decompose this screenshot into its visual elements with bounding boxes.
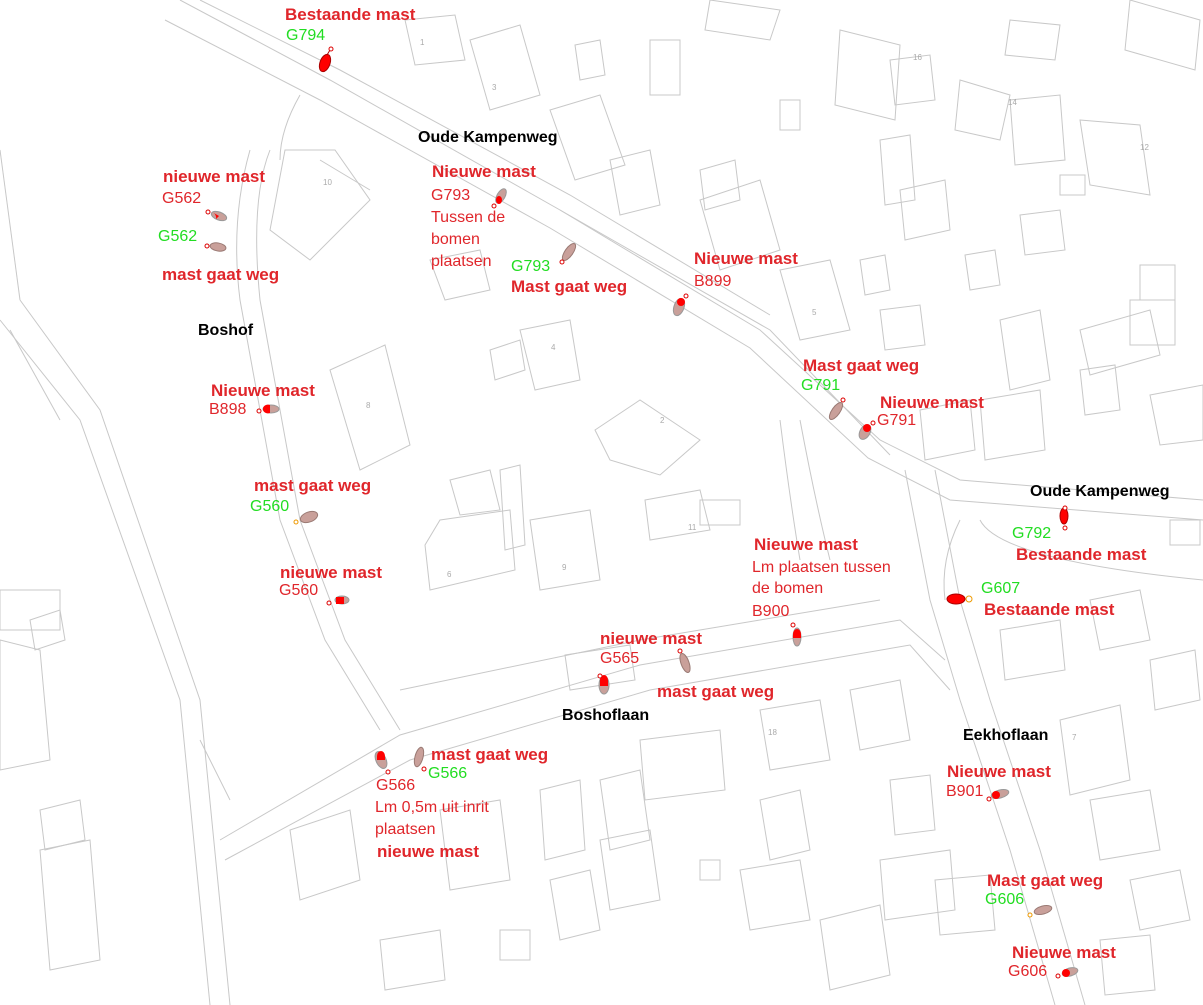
annotation-status: Nieuwe mast bbox=[211, 381, 315, 400]
annotation-status: mast gaat weg bbox=[162, 265, 280, 284]
annotation-note: Lm 0,5m uit inrit bbox=[375, 799, 489, 816]
mast-id-label: G794 bbox=[286, 27, 326, 44]
house-numbers: 3 1 10 8 6 5 4 2 7 11 9 12 14 16 18 bbox=[323, 38, 1149, 742]
removed-mast-icon bbox=[1027, 904, 1053, 918]
removed-mast-icon bbox=[677, 648, 691, 673]
annotation-status: nieuwe mast bbox=[280, 563, 383, 582]
new-mast-icon bbox=[374, 751, 391, 775]
mast-id-label: G560 bbox=[250, 498, 290, 515]
mast-id-label: G607 bbox=[981, 580, 1021, 597]
annotation-status: nieuwe mast bbox=[163, 167, 266, 186]
annotation-note: de bomen bbox=[752, 580, 824, 597]
street-label-eekhoflaan: Eekhoflaan bbox=[963, 727, 1049, 744]
annotation-status: Nieuwe mast bbox=[754, 535, 858, 554]
annotation-status: mast gaat weg bbox=[431, 745, 549, 764]
house-number: 12 bbox=[1140, 143, 1149, 152]
annotation-status: nieuwe mast bbox=[600, 629, 703, 648]
new-mast-icon bbox=[1055, 967, 1079, 979]
new-mast-icon bbox=[858, 420, 876, 440]
mast-id-label: G606 bbox=[1008, 963, 1048, 980]
annotation-status: Mast gaat weg bbox=[803, 356, 920, 375]
house-number: 6 bbox=[447, 570, 452, 579]
annotation-status: Nieuwe mast bbox=[880, 393, 984, 412]
street-label-oude-kampenweg: Oude Kampenweg bbox=[418, 129, 558, 146]
new-mast-icon bbox=[790, 622, 802, 647]
house-number: 16 bbox=[913, 53, 922, 62]
mast-id-label: B898 bbox=[209, 401, 247, 418]
existing-mast-icon bbox=[946, 593, 973, 605]
house-number: 10 bbox=[323, 178, 332, 187]
mast-id-label: B899 bbox=[694, 273, 732, 290]
annotation-status: Bestaande mast bbox=[285, 5, 416, 24]
mast-id-label: G793 bbox=[511, 258, 551, 275]
annotation-status: Nieuwe mast bbox=[432, 162, 536, 181]
house-number: 11 bbox=[688, 523, 697, 532]
house-number: 1 bbox=[420, 38, 425, 47]
house-number: 18 bbox=[768, 728, 777, 737]
mast-id-label: G792 bbox=[1012, 525, 1052, 542]
annotation-status: Nieuwe mast bbox=[694, 249, 798, 268]
mast-id-label: G566 bbox=[428, 765, 468, 782]
house-number: 3 bbox=[492, 83, 497, 92]
mast-id-label: B901 bbox=[946, 783, 984, 800]
new-mast-icon bbox=[491, 188, 507, 209]
house-number: 2 bbox=[660, 416, 665, 425]
mast-id-label: G560 bbox=[279, 582, 319, 599]
house-number: 4 bbox=[551, 343, 556, 352]
street-label-oude-kampenweg: Oude Kampenweg bbox=[1030, 483, 1170, 500]
street-label-boshoflaan: Boshoflaan bbox=[562, 707, 650, 724]
house-number: 5 bbox=[812, 308, 817, 317]
house-number: 7 bbox=[1072, 733, 1077, 742]
annotation-status: Bestaande mast bbox=[984, 600, 1115, 619]
mast-id-label: G791 bbox=[801, 377, 841, 394]
existing-mast-icon bbox=[318, 46, 334, 73]
removed-mast-icon bbox=[413, 746, 427, 772]
annotation-status: nieuwe mast bbox=[377, 842, 480, 861]
mast-symbols bbox=[204, 46, 1079, 979]
new-mast-icon bbox=[256, 404, 280, 414]
annotation-status: Nieuwe mast bbox=[947, 762, 1051, 781]
mast-id-label: G791 bbox=[877, 412, 917, 429]
removed-mast-icon bbox=[204, 242, 227, 252]
mast-id-label: G793 bbox=[431, 187, 471, 204]
house-number: 8 bbox=[366, 401, 371, 410]
new-mast-icon bbox=[672, 293, 689, 317]
new-mast-icon bbox=[986, 788, 1010, 802]
annotation-note: bomen bbox=[431, 231, 480, 248]
mast-id-label: B900 bbox=[752, 603, 790, 620]
removed-mast-icon bbox=[828, 397, 846, 421]
annotation-status: Mast gaat weg bbox=[511, 277, 628, 296]
mast-id-label: G565 bbox=[600, 650, 640, 667]
annotation-status: Bestaande mast bbox=[1016, 545, 1147, 564]
annotation-note: plaatsen bbox=[431, 253, 492, 270]
mast-id-label: G566 bbox=[376, 777, 416, 794]
house-number: 9 bbox=[562, 563, 567, 572]
removed-mast-icon bbox=[559, 242, 577, 265]
annotation-status: Nieuwe mast bbox=[1012, 943, 1116, 962]
house-number: 14 bbox=[1008, 98, 1017, 107]
annotation-status: mast gaat weg bbox=[254, 476, 372, 495]
new-mast-icon bbox=[205, 209, 228, 222]
street-label-boshof: Boshof bbox=[198, 322, 254, 339]
mast-id-label: G562 bbox=[158, 228, 198, 245]
existing-mast-icon bbox=[1059, 505, 1069, 531]
removed-mast-icon bbox=[293, 510, 319, 525]
new-mast-icon bbox=[326, 595, 350, 606]
annotation-note: plaatsen bbox=[375, 821, 436, 838]
annotation-status: mast gaat weg bbox=[657, 682, 775, 701]
mast-id-label: G606 bbox=[985, 891, 1025, 908]
new-mast-icon bbox=[597, 673, 610, 695]
mast-id-label: G562 bbox=[162, 190, 202, 207]
annotation-status: Mast gaat weg bbox=[987, 871, 1104, 890]
annotation-note: Lm plaatsen tussen bbox=[752, 559, 891, 576]
annotation-note: Tussen de bbox=[431, 209, 506, 226]
